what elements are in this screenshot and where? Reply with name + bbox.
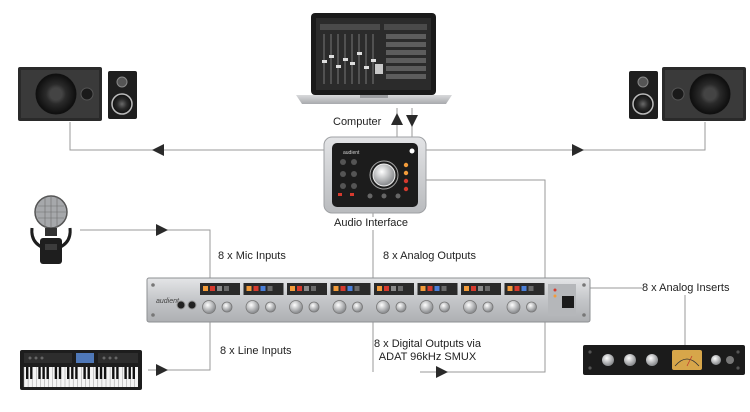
left-monitor-large — [18, 67, 102, 121]
audio-interface-device: audient — [323, 136, 427, 214]
arrow-right-line-icon — [156, 364, 168, 376]
arrows — [152, 113, 584, 378]
analog-outputs-label: 8 x Analog Outputs — [383, 250, 476, 263]
line-left-monitors — [69, 122, 325, 151]
keyboard-synth-device — [20, 350, 142, 390]
preamp-channel — [243, 283, 284, 314]
audio-interface-label: Audio Interface — [334, 217, 408, 230]
arrow-right-mic-icon — [156, 224, 168, 236]
preamp-channels — [200, 283, 545, 314]
arrow-right-icon — [572, 144, 584, 156]
preamp-channel — [330, 283, 371, 314]
line-analog-inserts — [590, 287, 686, 345]
preamp-channel — [287, 283, 327, 314]
right-monitor-small — [629, 71, 658, 119]
laptop-computer — [296, 13, 452, 104]
interface-brand-text: audient — [343, 150, 360, 156]
outboard-compressor-device — [583, 345, 745, 375]
preamp-channel — [504, 283, 545, 314]
line-line-inputs — [148, 322, 211, 371]
volume-knob-icon — [372, 163, 396, 187]
line-mic-input — [80, 229, 211, 278]
mic-preamp-rack: audient — [146, 277, 591, 323]
arrow-down-icon — [406, 115, 418, 127]
arrow-right-digital-icon — [436, 366, 448, 378]
digital-outputs-label-line2: ADAT 96kHz SMUX — [378, 351, 477, 363]
arrow-up-icon — [391, 113, 403, 125]
arrow-left-icon — [152, 144, 164, 156]
preamp-channel — [461, 283, 501, 314]
keyboard-keys — [23, 367, 135, 387]
preamp-channel — [200, 283, 240, 314]
preamp-channel — [374, 283, 414, 314]
line-inputs-label: 8 x Line Inputs — [220, 345, 292, 358]
analog-inserts-label: 8 x Analog Inserts — [642, 282, 730, 295]
line-right-monitors — [425, 122, 706, 151]
digital-outputs-label-line1: 8 x Digital Outputs via — [374, 338, 481, 350]
line-interface-digital — [420, 179, 546, 373]
digital-outputs-label: 8 x Digital Outputs via ADAT 96kHz SMUX — [374, 338, 481, 364]
computer-label: Computer — [333, 116, 382, 129]
right-monitor-large — [662, 67, 746, 121]
mic-inputs-label: 8 x Mic Inputs — [218, 250, 286, 263]
microphone-device — [30, 195, 72, 264]
left-monitor-small — [108, 71, 137, 119]
daw-mixer-strips — [323, 34, 374, 84]
preamp-brand-text: audient — [156, 298, 180, 305]
preamp-channel — [417, 283, 458, 314]
